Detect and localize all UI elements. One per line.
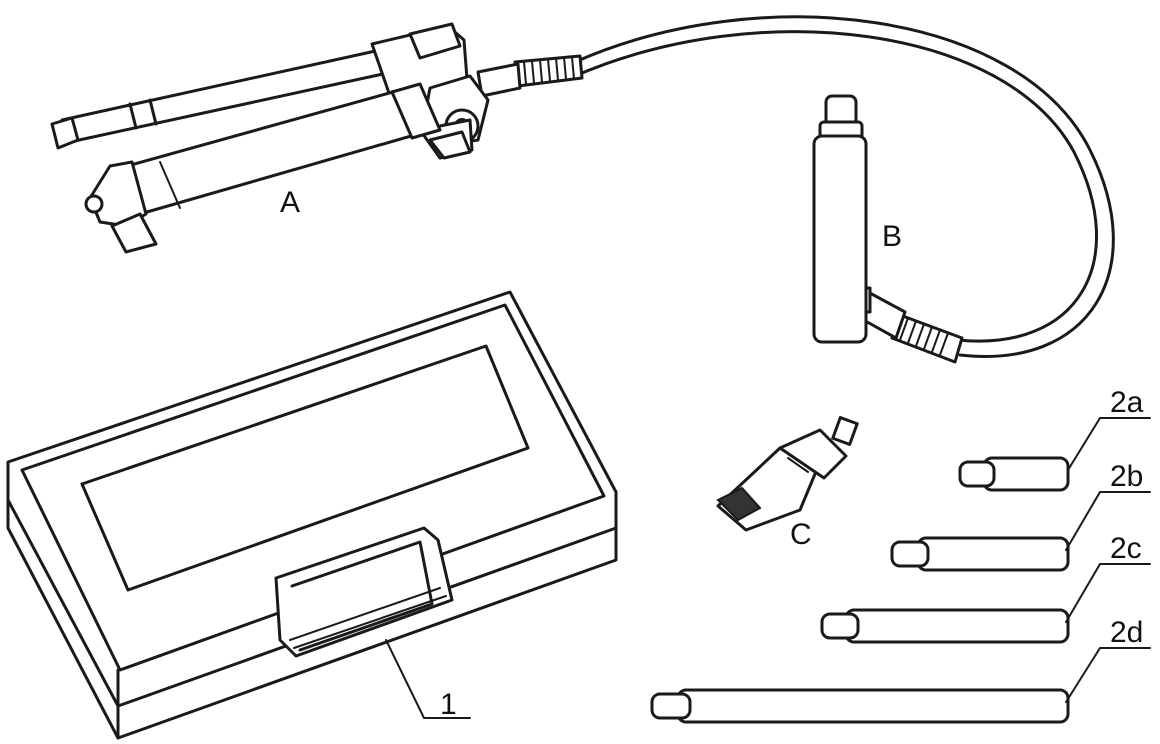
hydraulic-cylinder [812, 94, 868, 344]
label-ext-2b: 2b [1110, 460, 1143, 493]
label-pump: A [280, 186, 300, 219]
hydraulic-hose [476, 15, 1115, 364]
extension-tube-2b [890, 536, 1070, 572]
extension-tube-2c [820, 608, 1070, 644]
label-ext-2a: 2a [1110, 386, 1144, 419]
extension-tube-2a [958, 456, 1070, 492]
label-ext-2d: 2d [1110, 616, 1143, 649]
label-ext-2c: 2c [1110, 532, 1142, 565]
wedge-spreader [716, 416, 859, 532]
label-spreader: C [790, 518, 812, 551]
label-cylinder: B [882, 220, 902, 253]
leader-lines [385, 417, 1151, 719]
hand-pump [50, 22, 490, 254]
storage-case [6, 290, 618, 740]
label-case: 1 [440, 688, 457, 721]
extension-tube-2d [650, 688, 1070, 724]
extension-tubes [650, 456, 1070, 724]
